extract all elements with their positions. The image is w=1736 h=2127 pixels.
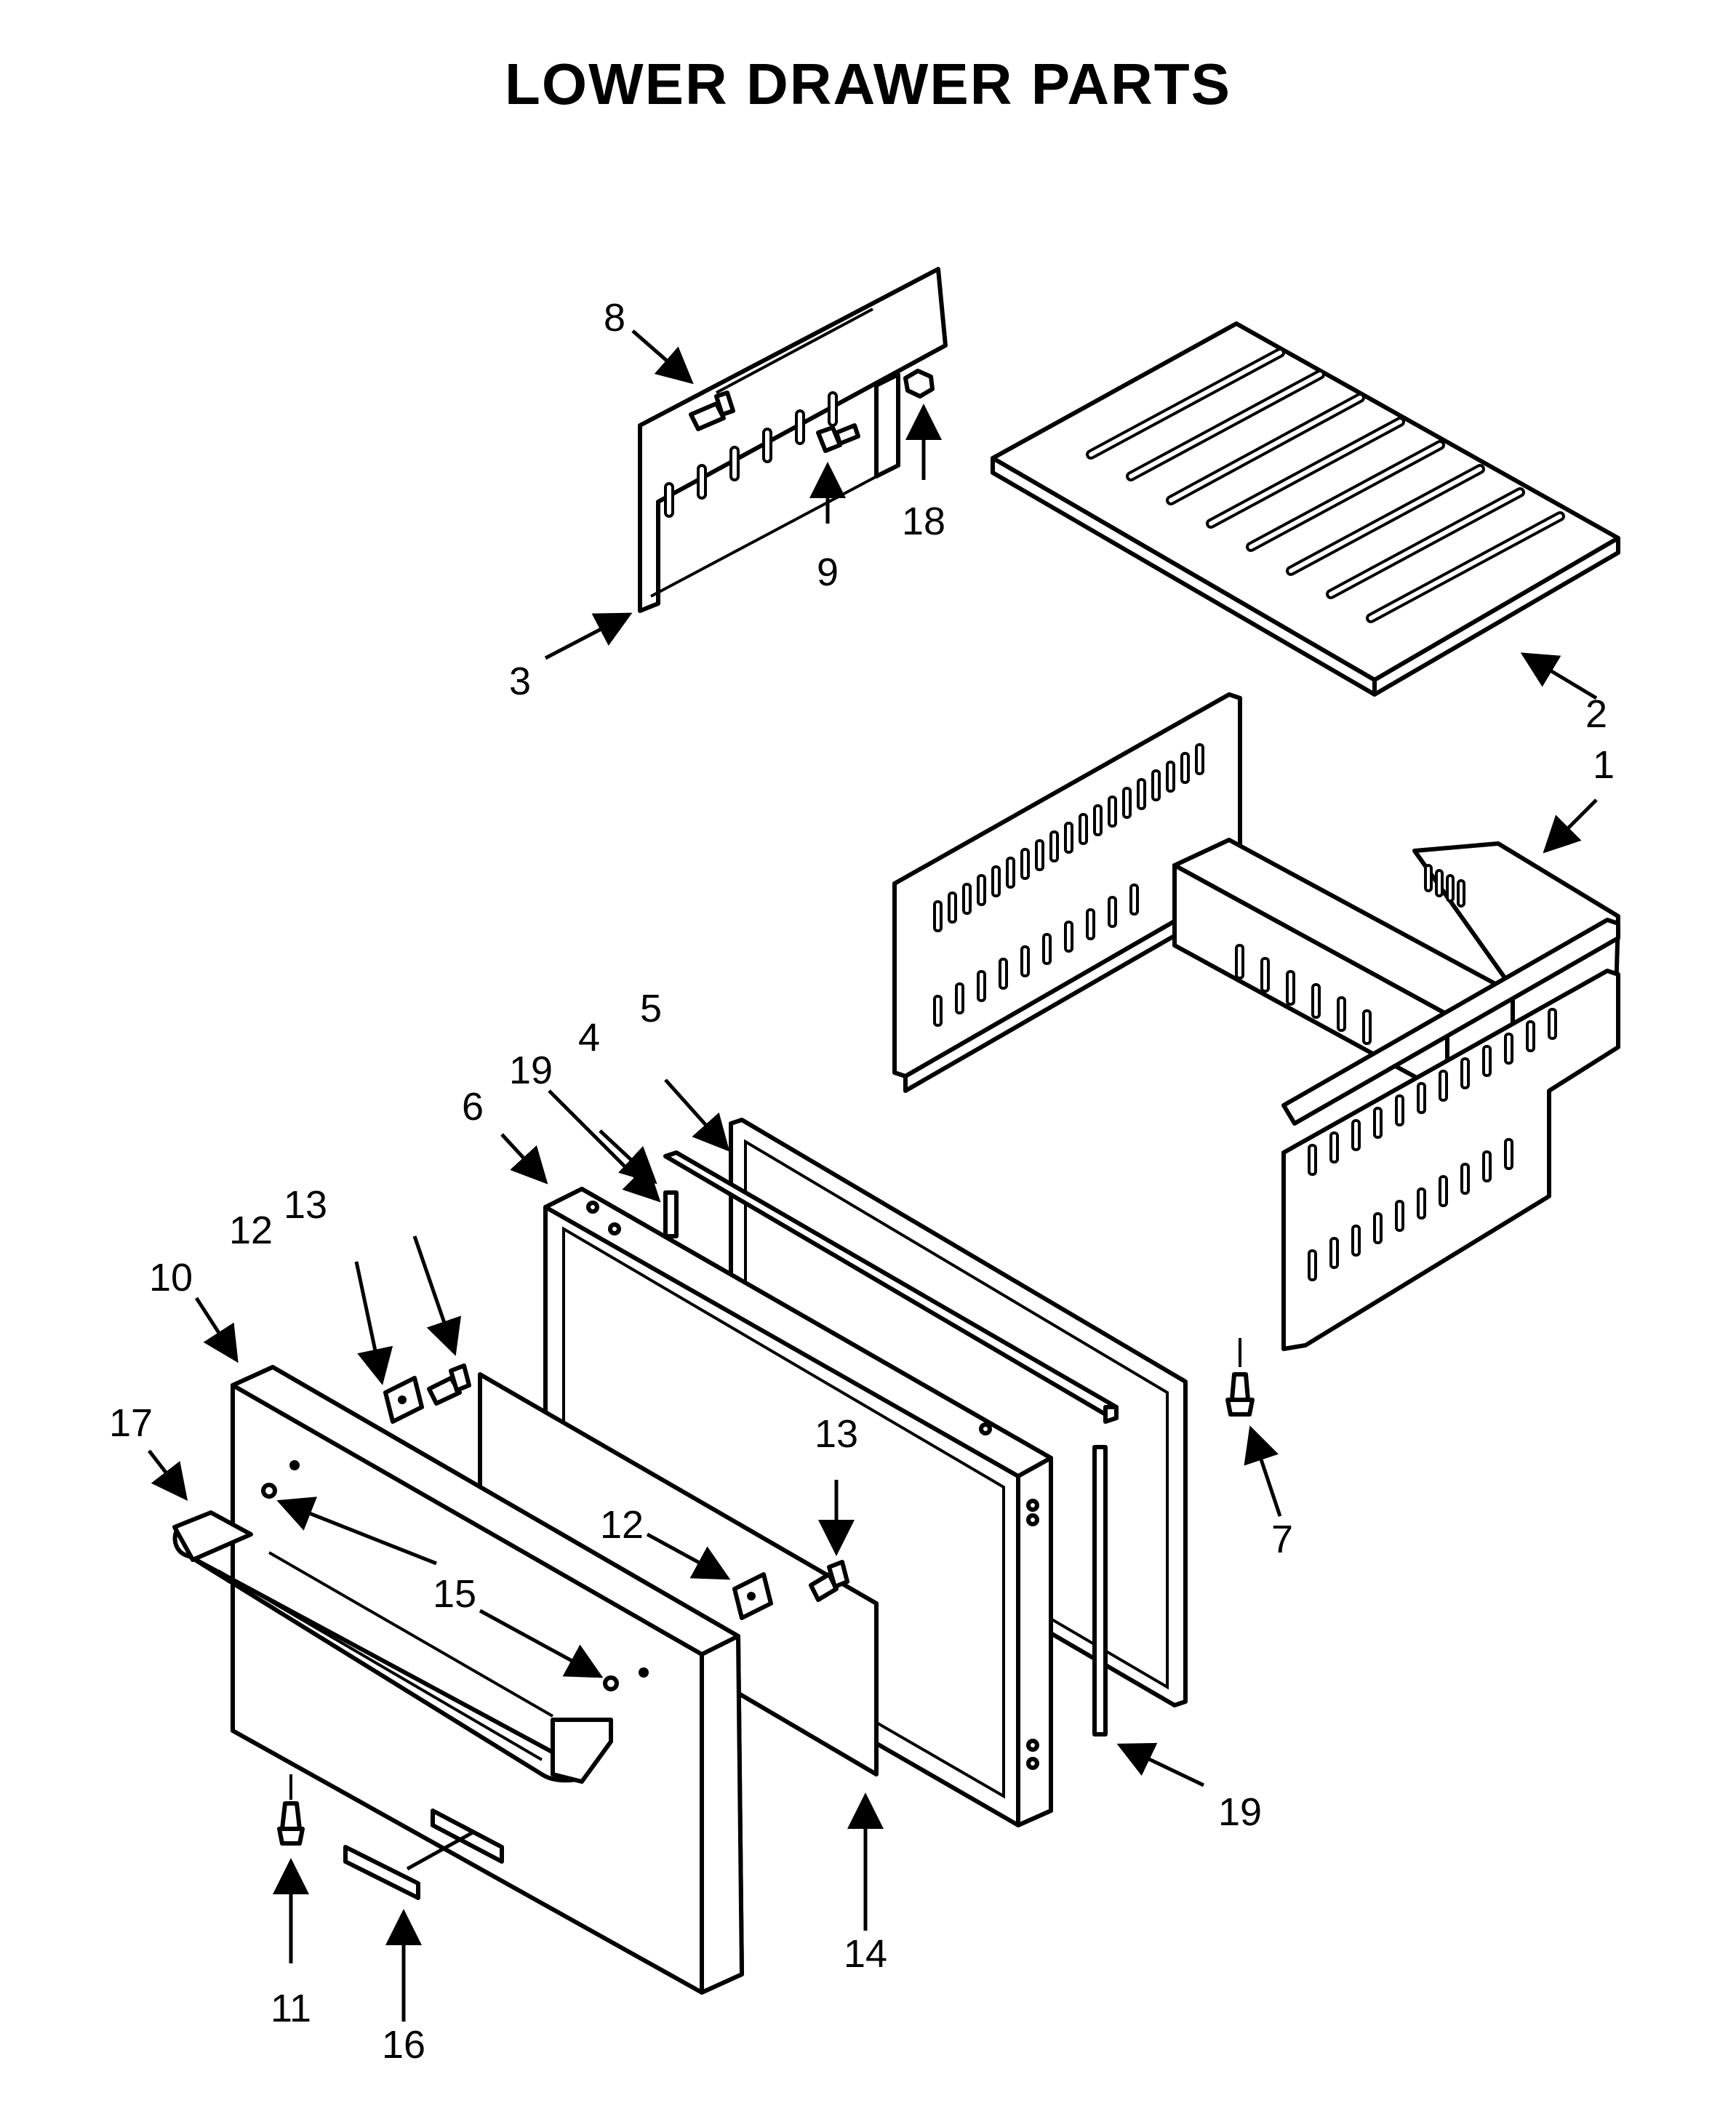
hex-screw-icon	[816, 423, 860, 453]
screw-icon	[277, 1774, 305, 1846]
callout-14: 14	[844, 1932, 887, 1976]
callout-13: 13	[284, 1183, 327, 1227]
callout-labels: 1 2 3 4 5 6 7 8 9 10 11 12 12 13 13 14 1…	[109, 296, 1615, 2067]
nut-icon	[903, 369, 935, 398]
callout-5: 5	[640, 987, 662, 1030]
callout-3: 3	[509, 660, 531, 703]
callout-11: 11	[271, 1987, 311, 2030]
callout-10: 10	[149, 1256, 193, 1299]
callout-19: 19	[509, 1049, 553, 1092]
part-19-strip	[663, 1190, 1108, 1737]
screw-icon	[689, 390, 735, 431]
callout-8: 8	[604, 296, 625, 340]
callout-2: 2	[1585, 692, 1607, 736]
leader-lines	[148, 329, 1598, 2022]
screw-icon	[1225, 1338, 1255, 1417]
callout-18: 18	[902, 500, 945, 543]
callout-1: 1	[1593, 743, 1615, 787]
callout-6: 6	[462, 1085, 484, 1129]
part-1-drawer-box	[892, 692, 1620, 1351]
part-17-handle	[172, 1483, 619, 1784]
callout-9: 9	[817, 550, 839, 594]
callout-12-b: 12	[600, 1503, 644, 1547]
part-4-gasket-strip	[663, 1150, 1119, 1424]
callout-4: 4	[578, 1016, 600, 1060]
part-3-rear-bracket	[638, 267, 948, 613]
part-6-inner-door	[543, 1187, 1053, 1827]
part-2-drawer-rack	[991, 321, 1620, 697]
callout-17: 17	[109, 1401, 153, 1445]
callout-19-b: 19	[1218, 1790, 1262, 1834]
callout-16: 16	[382, 2023, 425, 2067]
callout-13-b: 13	[815, 1412, 858, 1456]
clip-icon	[383, 1363, 471, 1424]
callout-15: 15	[433, 1572, 476, 1616]
clip-icon	[732, 1560, 849, 1620]
callout-7: 7	[1271, 1518, 1293, 1561]
callout-12: 12	[229, 1209, 273, 1252]
page-title: LOWER DRAWER PARTS	[505, 52, 1231, 116]
